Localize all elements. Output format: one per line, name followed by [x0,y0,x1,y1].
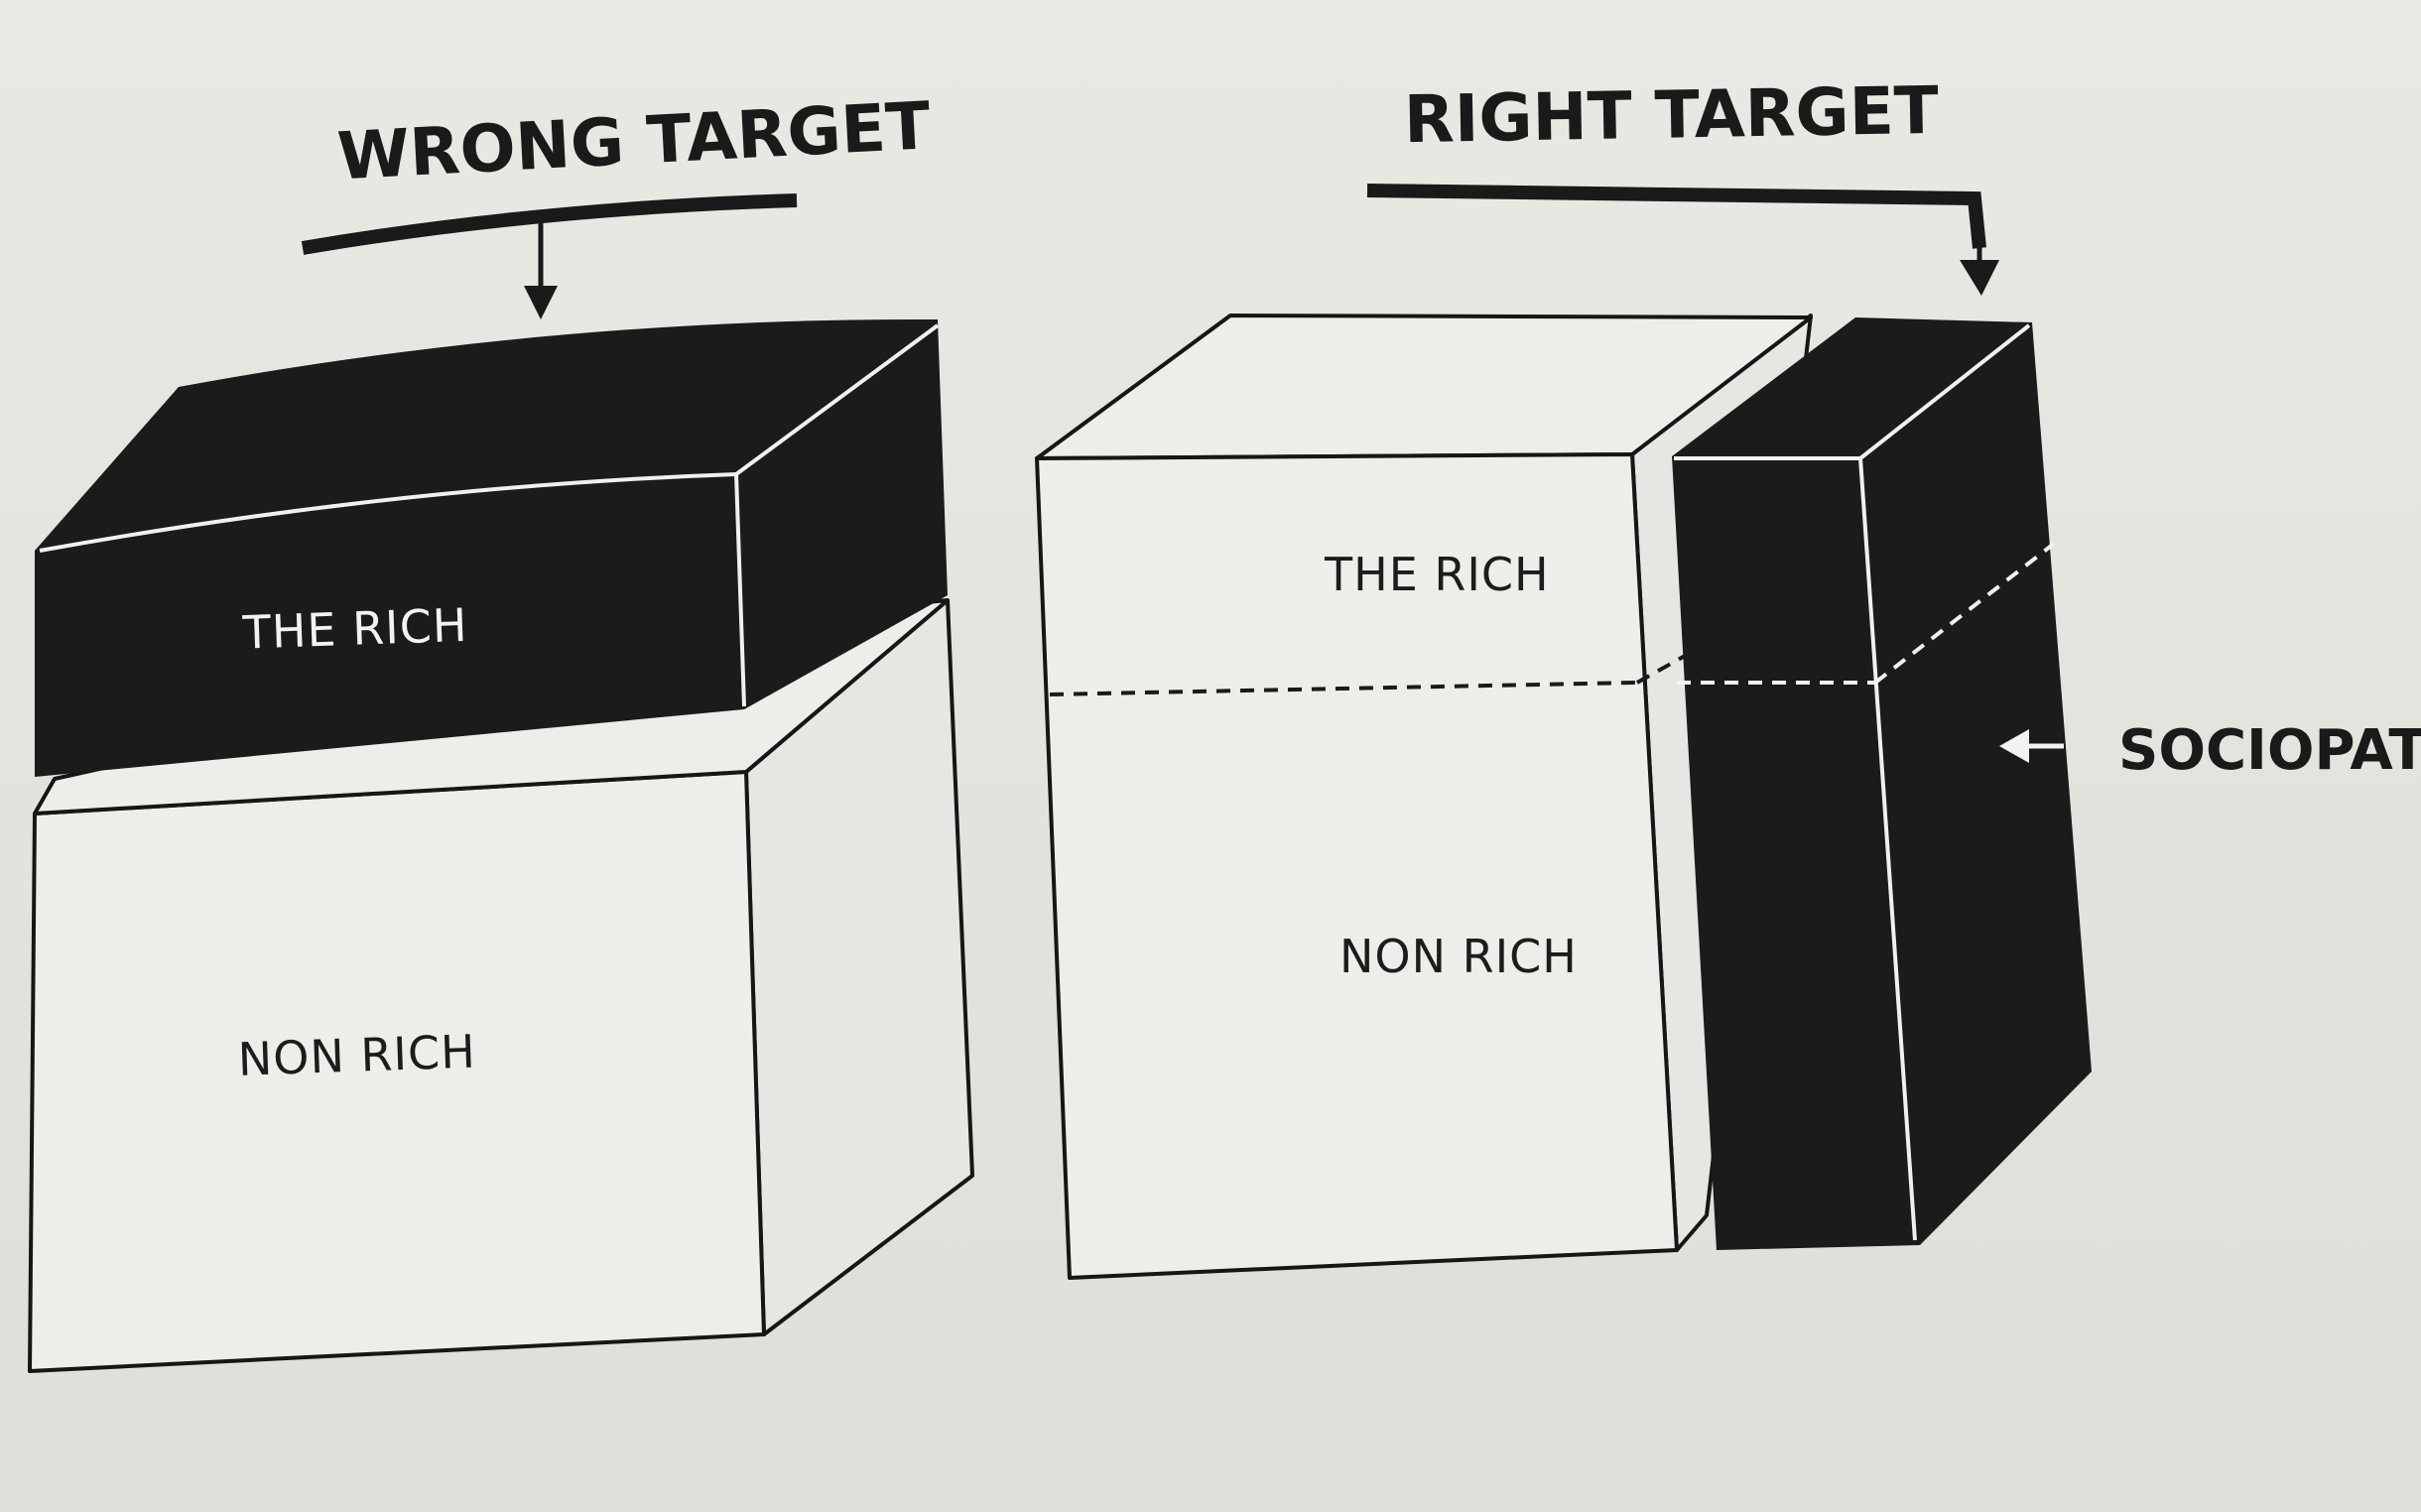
wrong-target-heading: WRONG TARGET [335,87,932,194]
left-the-rich-box [35,318,948,777]
wrong-target-panel: WRONG TARGET THE RICH NON RICH [28,87,974,1373]
right-target-bracket [1366,184,1986,249]
right-main-box-front-face [1035,452,1679,1280]
left-non-rich-label: NON RICH [237,1024,477,1085]
left-the-rich-label: THE RICH [241,598,468,660]
left-the-rich-front-edge [39,472,737,553]
right-main-box-divider [1049,681,1636,696]
right-main-box [1035,314,1813,1280]
wrong-target-arrow-head [524,286,558,319]
sociopaths-pointer-head [1999,729,2029,763]
right-target-panel: RIGHT TARGET THE RICH NON RICH SOCIOPATH… [1035,72,2421,1280]
right-target-arrow-head [1960,260,1999,296]
right-sociopaths-slab [1672,317,2092,1250]
wrong-target-bracket [301,193,798,255]
right-the-rich-label: THE RICH [1324,548,1550,601]
sociopaths-label: SOCIOPATHS [2118,718,2421,783]
right-non-rich-label: NON RICH [1339,930,1578,983]
right-target-heading: RIGHT TARGET [1403,72,1939,158]
